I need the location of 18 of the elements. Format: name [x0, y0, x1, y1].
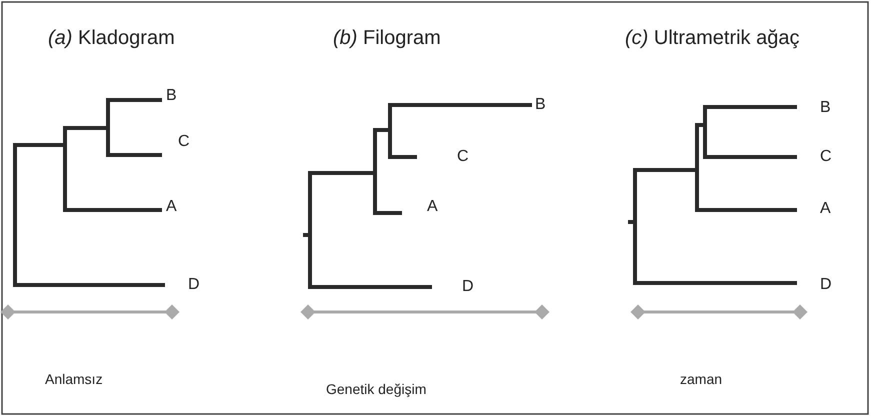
axis-label: zaman — [680, 372, 722, 386]
leaf-label: A — [166, 199, 177, 215]
leaf-label: C — [457, 149, 469, 165]
leaf-label: A — [427, 199, 438, 215]
leaf-label: B — [535, 97, 546, 113]
leaf-label: D — [188, 277, 200, 293]
leaf-label: D — [462, 279, 474, 295]
panel-title: (b) Filogram — [333, 28, 441, 48]
leaf-label: C — [820, 149, 832, 165]
axis-label: Genetik değişim — [326, 382, 426, 396]
leaf-label: B — [166, 88, 177, 104]
leaf-label: D — [820, 277, 832, 293]
leaf-label: A — [820, 201, 831, 217]
panel-title: (a) Kladogram — [48, 28, 175, 48]
axis-label: Anlamsız — [45, 372, 103, 386]
leaf-label: C — [178, 134, 190, 150]
panel-title: (c) Ultrametrik ağaç — [625, 28, 800, 48]
leaf-label: B — [820, 100, 831, 116]
